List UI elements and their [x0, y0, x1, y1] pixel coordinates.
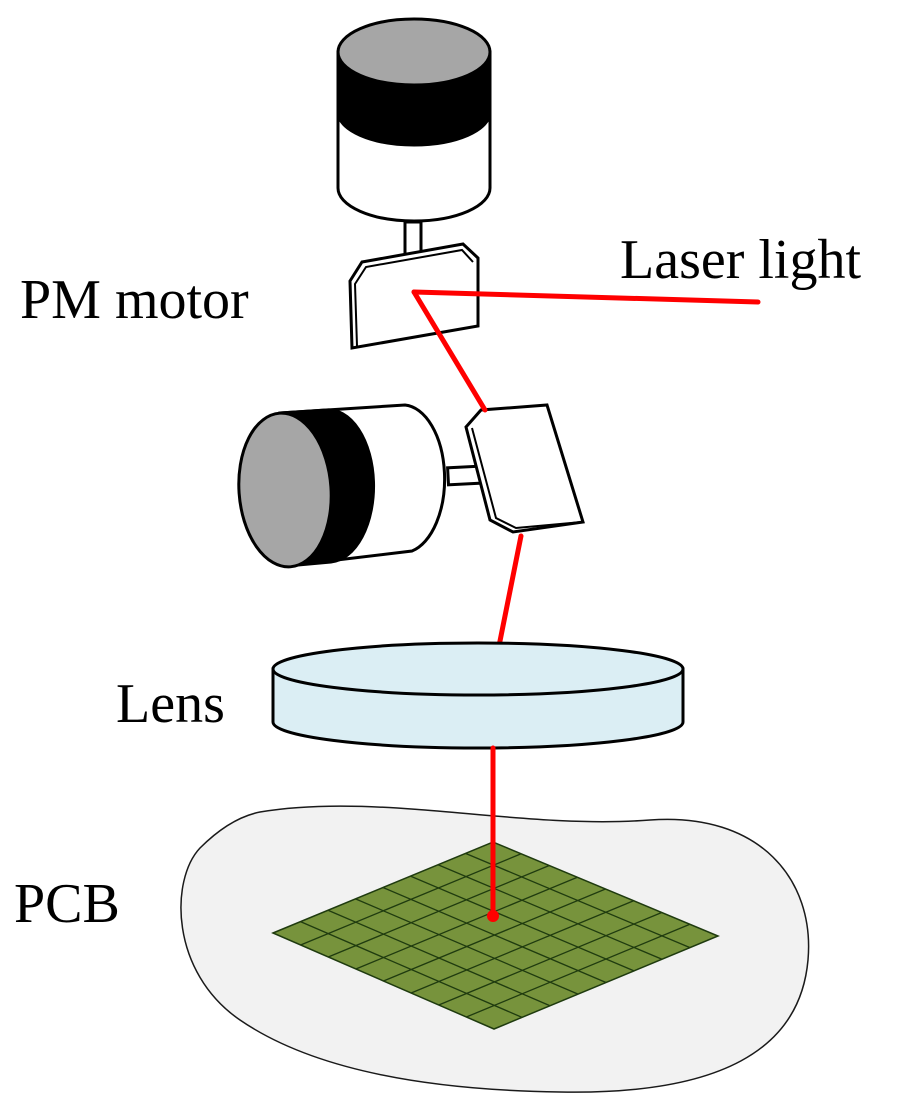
lens-top [271, 641, 685, 697]
pm-motor-label: PM motor [20, 269, 249, 331]
side-motor [237, 403, 483, 569]
pcb-grid-line [438, 911, 662, 1006]
side-motor-cap [237, 411, 333, 569]
laser-segment-mirror-to-mirror [411, 289, 488, 413]
laser-segment-input [411, 289, 761, 305]
pcb-label: PCB [14, 873, 120, 935]
pcb-grid-line [410, 900, 634, 994]
top-motor [336, 17, 492, 258]
laser-focus-spot [487, 910, 499, 922]
pcb-grid-line [466, 923, 691, 1018]
lens [271, 641, 685, 750]
lens-label: Lens [116, 673, 225, 735]
pcb-grid-lines [300, 852, 691, 1018]
pcb-grid-line [355, 876, 578, 970]
top-motor-cap [336, 17, 492, 87]
side-mirror [464, 403, 585, 534]
pcb-grid-line [383, 888, 606, 982]
laser-light-label: Laser light [620, 229, 862, 291]
pcb-grid-line [300, 853, 522, 946]
pcb-grid-line [328, 864, 550, 958]
